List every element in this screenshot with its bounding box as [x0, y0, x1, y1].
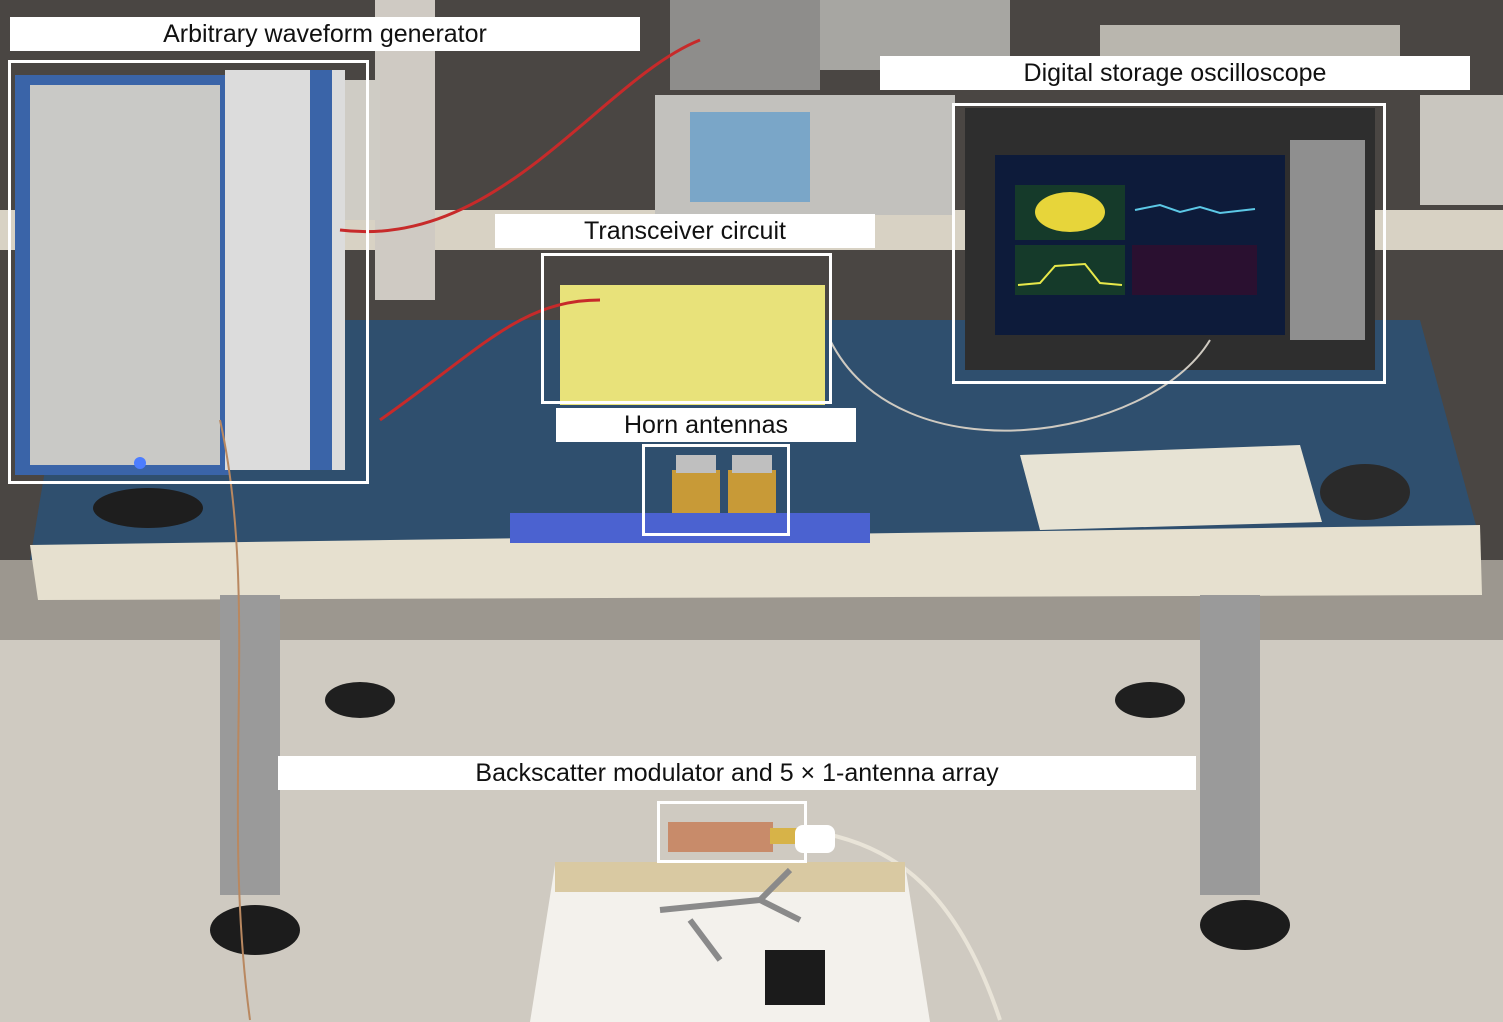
oscilloscope-control-panel [1290, 140, 1365, 340]
red-cable-2 [379, 298, 601, 422]
spectrum-trace [1017, 262, 1123, 286]
horn-antenna-left-flange [676, 455, 716, 473]
stand-box [530, 865, 930, 1022]
transceiver-label: Transceiver circuit [495, 214, 875, 248]
transceiver-board [560, 285, 825, 405]
awg-front-panel [30, 85, 220, 465]
helping-hands-base [765, 950, 825, 1005]
constellation-plot [1035, 192, 1105, 232]
table-foot-left [210, 905, 300, 955]
signal-generator-screen [690, 112, 810, 202]
mouse-right [1320, 464, 1410, 520]
backscatter-label: Backscatter modulator and 5 × 1-antenna … [278, 756, 1196, 790]
horn-antennas-label: Horn antennas [556, 408, 856, 442]
oscilloscope-trace-area-2 [1015, 245, 1125, 295]
coax-cable [219, 419, 251, 1021]
oscilloscope-readout-area [1132, 245, 1257, 295]
time-trace [1134, 203, 1256, 215]
antenna-array-pcb [668, 822, 773, 852]
right-instrument [1420, 95, 1503, 205]
blue-tape [510, 513, 870, 543]
table-foot-back-left [325, 682, 395, 718]
table-leg-left [220, 595, 280, 895]
mouse-left [93, 488, 203, 528]
horn-antennas-highlight-box [642, 444, 790, 536]
background-instrument-1 [670, 0, 820, 90]
table-leg-right [1200, 595, 1260, 895]
table-front-edge [30, 525, 1482, 600]
keyboard [1020, 445, 1322, 530]
red-cable-1 [339, 38, 701, 234]
grey-cable-loop [829, 339, 1211, 432]
awg-label: Arbitrary waveform generator [10, 17, 640, 51]
horn-antenna-right-flange [732, 455, 772, 473]
oscilloscope-label: Digital storage oscilloscope [880, 56, 1470, 90]
table-foot-right [1200, 900, 1290, 950]
transceiver-highlight-box [541, 253, 832, 404]
white-cable-right [799, 828, 1002, 1021]
sma-connector [770, 828, 800, 844]
horn-antenna-left [672, 470, 720, 518]
awg-highlight-box [8, 60, 369, 484]
horn-antenna-right [728, 470, 776, 518]
awg-side-trim [310, 70, 332, 470]
backscatter-highlight-box [657, 801, 807, 863]
stand-box-top [555, 862, 905, 892]
helping-hands-arms [659, 867, 802, 962]
awg-led [134, 457, 146, 469]
table-foot-back-right [1115, 682, 1185, 718]
oscilloscope-highlight-box [952, 103, 1386, 384]
